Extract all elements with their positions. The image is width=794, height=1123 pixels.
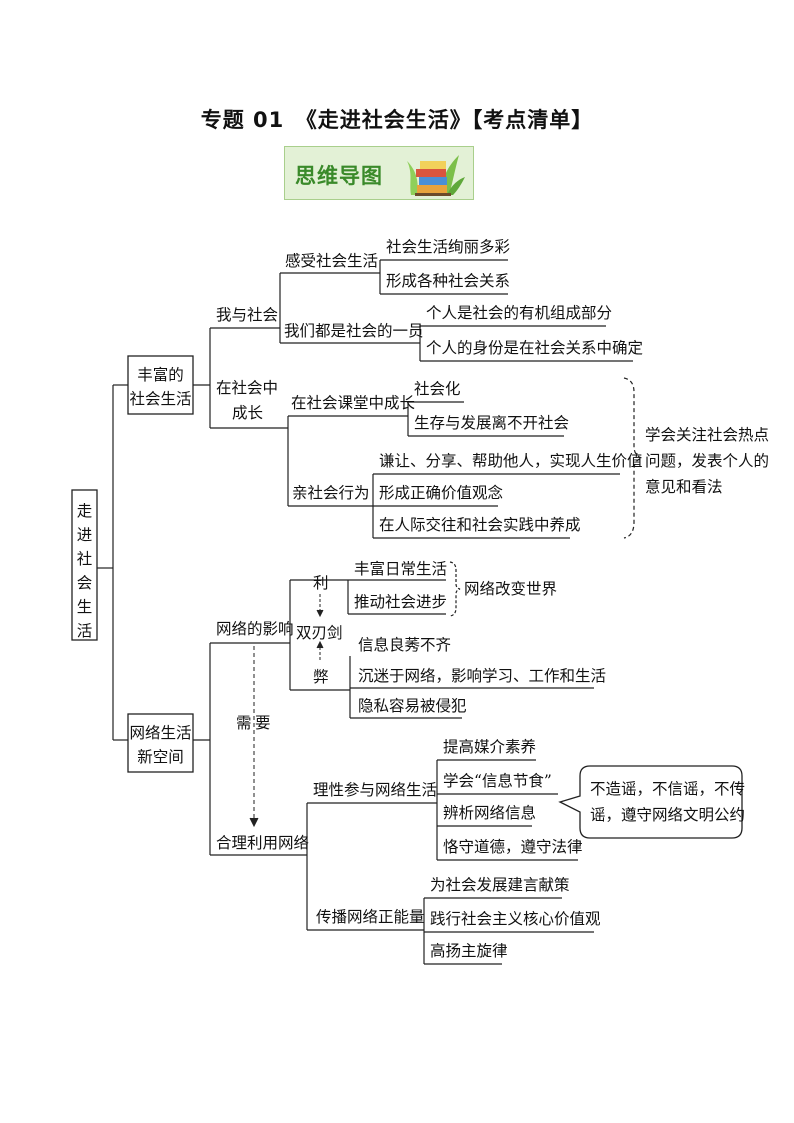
feel-item-1: 社会生活绚丽多彩: [386, 238, 511, 256]
root-char: 会: [77, 574, 93, 592]
need-label-2: 要: [255, 714, 271, 732]
branch-box-network-life: [127, 713, 194, 773]
prosocial-item-1: 谦让、分享、帮助他人，实现人生价值: [379, 452, 643, 470]
positive-item-1: 为社会发展建言献策: [430, 876, 570, 894]
member-item-2: 个人的身份是在社会关系中确定: [426, 339, 643, 357]
root-char: 活: [77, 622, 93, 640]
classroom-item-1: 社会化: [414, 380, 461, 398]
brace-right-icon: [623, 377, 643, 539]
positive-item-2: 践行社会主义核心价值观: [430, 910, 601, 928]
rational-item-4: 恪守道德，遵守法律: [443, 838, 583, 856]
node-rational: 理性参与网络生活: [313, 781, 437, 799]
dashed-arrows: [249, 594, 324, 828]
page-title: 专题 01 《走进社会生活》【考点清单】: [200, 108, 594, 132]
node-double-edged: 双刃剑: [296, 624, 343, 642]
classroom-item-2: 生存与发展离不开社会: [414, 414, 569, 432]
speech-bubble: [558, 765, 743, 839]
node-feel-life: 感受社会生活: [285, 252, 378, 270]
books-plant-icon: [407, 155, 465, 196]
harm-item-3: 隐私容易被侵犯: [358, 697, 467, 715]
harm-item-1: 信息良莠不齐: [358, 636, 451, 654]
network-life-label-2: 新空间: [137, 748, 184, 766]
feel-item-2: 形成各种社会关系: [386, 272, 510, 290]
root-label: 走 进 社 会 生 活: [77, 502, 93, 640]
node-positive-energy: 传播网络正能量: [316, 908, 425, 926]
node-grow-2: 成长: [232, 404, 263, 422]
node-grow-1: 在社会中: [216, 379, 278, 397]
connector-lines: [97, 259, 633, 965]
network-life-label-1: 网络生活: [129, 724, 191, 742]
rational-item-1: 提高媒介素养: [443, 738, 536, 756]
root-char: 生: [77, 598, 93, 616]
node-influence: 网络的影响: [216, 620, 294, 638]
bubble-line-2: 谣，遵守网络文明公约: [590, 806, 745, 824]
node-prosocial: 亲社会行为: [292, 484, 370, 502]
root-char: 社: [77, 550, 93, 568]
branch-box-rich-life: [127, 355, 194, 415]
need-label-1: 需: [236, 714, 252, 732]
rich-life-label-1: 丰富的: [137, 366, 184, 384]
note-line-3: 意见和看法: [645, 477, 723, 496]
rich-life-label-2: 社会生活: [129, 390, 191, 408]
rational-item-2: 学会“信息节食”: [443, 772, 552, 790]
node-reasonable-use: 合理利用网络: [216, 834, 309, 852]
node-benefit: 利: [313, 574, 329, 592]
mind-map-badge: 思维导图: [284, 146, 474, 200]
badge-label: 思维导图: [295, 164, 383, 188]
note-line-2: 问题，发表个人的: [645, 452, 769, 470]
root-char: 进: [77, 526, 93, 544]
positive-item-3: 高扬主旋律: [430, 942, 508, 960]
root-box: [71, 489, 98, 641]
brace-right-icon: [449, 561, 461, 617]
member-item-1: 个人是社会的有机组成部分: [426, 304, 612, 322]
prosocial-item-3: 在人际交往和社会实践中养成: [379, 516, 581, 534]
benefit-item-1: 丰富日常生活: [354, 560, 447, 578]
benefit-note: 网络改变世界: [464, 580, 557, 598]
prosocial-item-2: 形成正确价值观念: [379, 483, 503, 502]
root-char: 走: [77, 502, 93, 520]
note-line-1: 学会关注社会热点: [645, 426, 769, 444]
node-harm: 弊: [313, 668, 329, 686]
node-classroom: 在社会课堂中成长: [291, 394, 415, 412]
node-member: 我们都是社会的一员: [284, 322, 424, 340]
node-my-society: 我与社会: [216, 306, 278, 324]
rational-item-3: 辨析网络信息: [443, 804, 536, 822]
harm-item-2: 沉迷于网络，影响学习、工作和生活: [358, 667, 606, 685]
bubble-line-1: 不造谣，不信谣，不传: [590, 780, 745, 798]
benefit-item-2: 推动社会进步: [354, 593, 447, 611]
